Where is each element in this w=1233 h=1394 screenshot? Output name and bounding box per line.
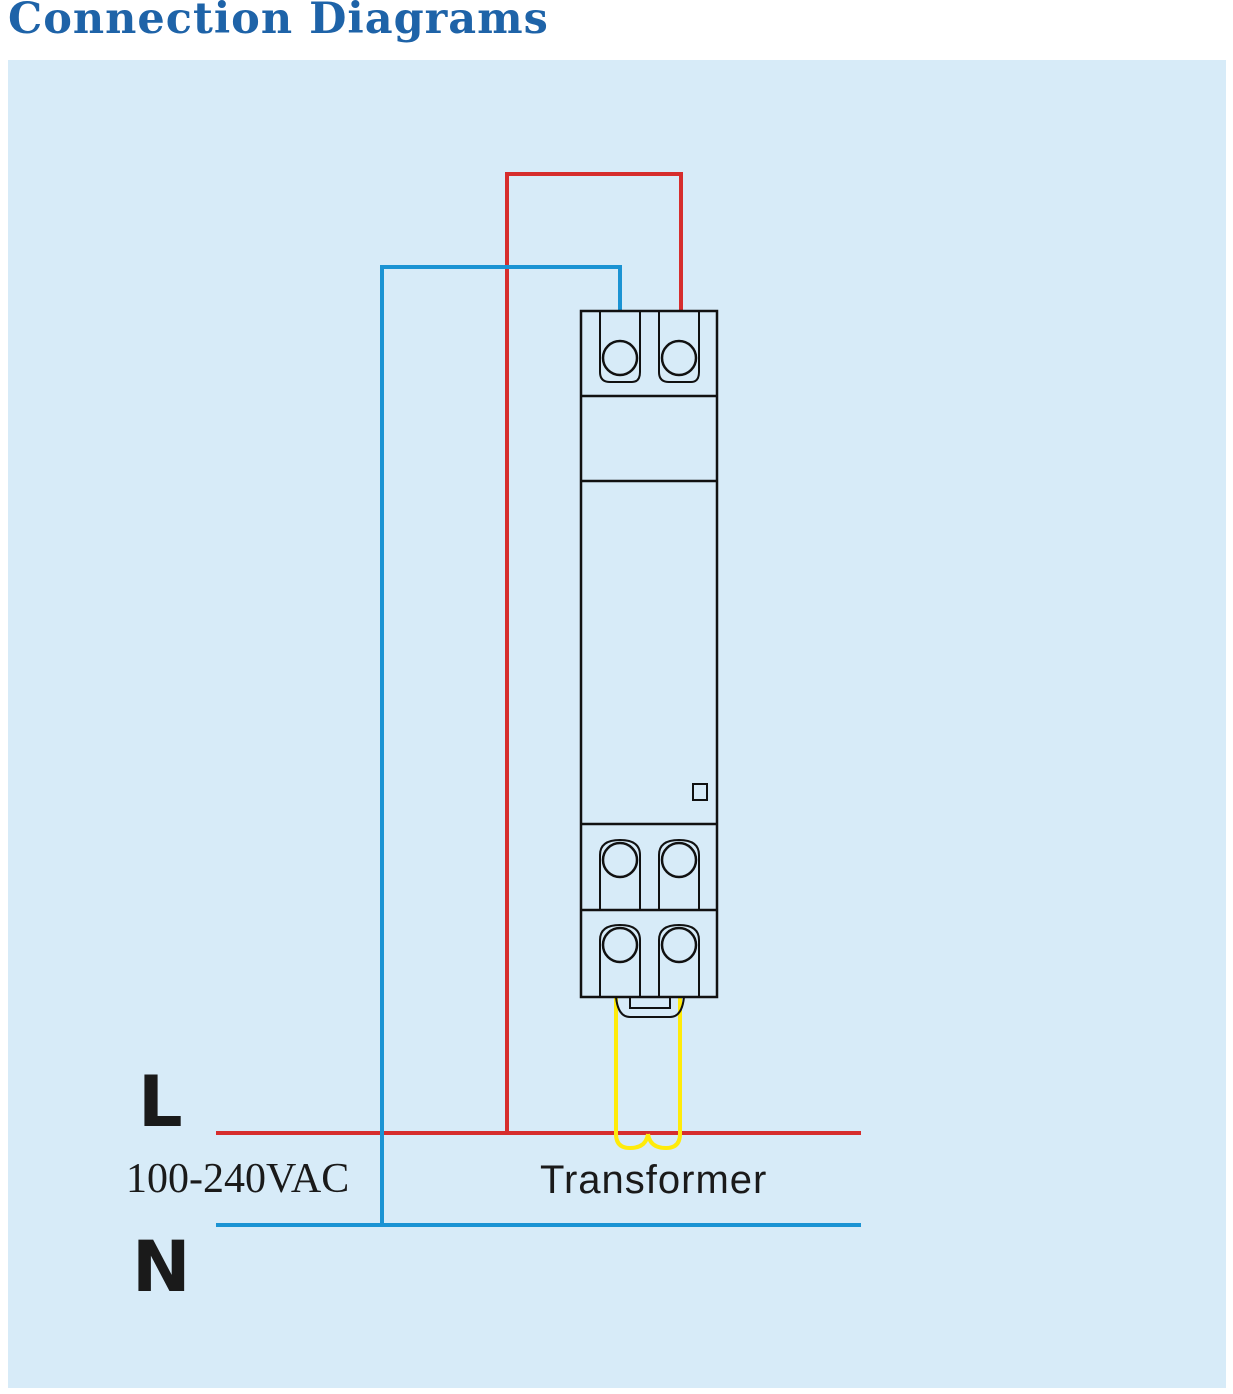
- page-title: Connection Diagrams: [8, 0, 549, 44]
- neutral-feed-wire: [380, 265, 622, 1225]
- din-rail-device: [579, 309, 719, 1018]
- voltage-label: 100-240VAC: [126, 1156, 349, 1202]
- top-terminal-left: [599, 311, 641, 383]
- transformer-label: Transformer: [540, 1158, 767, 1202]
- rail-clip: [615, 996, 685, 1018]
- indicator-led: [692, 783, 708, 801]
- bottom-terminal-right: [658, 923, 700, 997]
- lower-terminal-left: [599, 838, 641, 910]
- transformer-lead-left: [614, 997, 650, 1151]
- lower-terminal-right: [658, 838, 700, 910]
- bottom-terminal-left: [599, 923, 641, 997]
- transformer-lead-right: [646, 997, 682, 1151]
- diagram-panel: [8, 60, 1226, 1388]
- live-feed-wire: [505, 172, 683, 1133]
- neutral-label: N: [132, 1226, 191, 1308]
- top-terminal-right: [658, 311, 700, 383]
- line-label: L: [138, 1061, 183, 1143]
